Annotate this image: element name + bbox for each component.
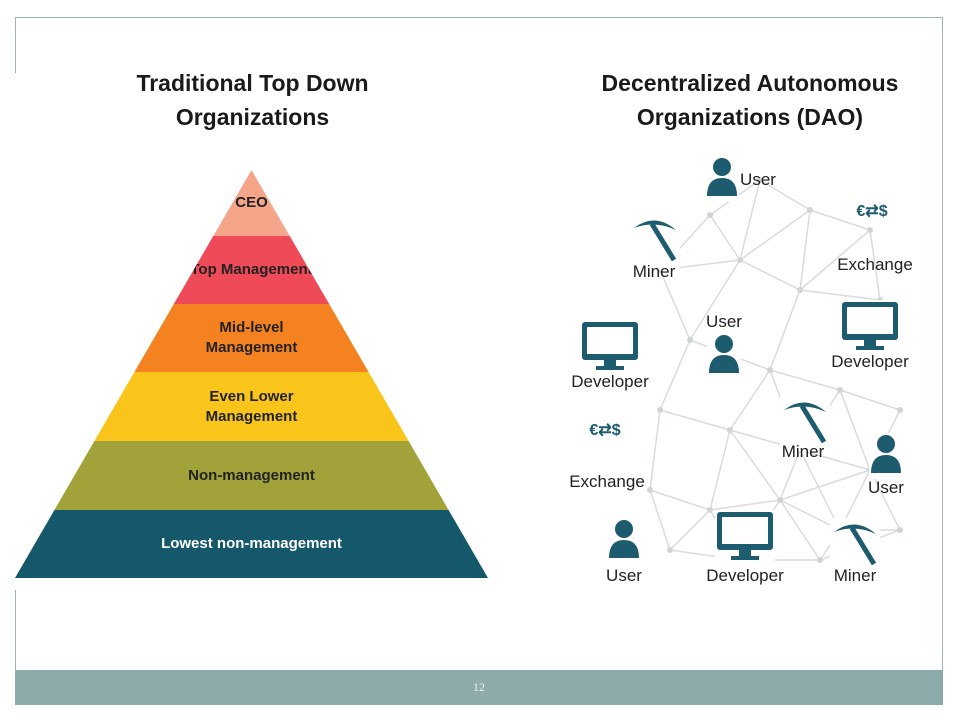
network-node <box>707 212 713 218</box>
frame-border <box>15 590 16 670</box>
dao-node-label: User <box>868 478 904 497</box>
dao-node-label: User <box>706 312 742 331</box>
user-icon <box>705 156 739 202</box>
monitor-icon <box>715 510 775 568</box>
pickaxe-icon <box>830 518 880 574</box>
dao-node-label: Developer <box>831 352 909 371</box>
exchange-icon: €⇄$ <box>589 422 621 439</box>
network-link <box>839 389 901 411</box>
network-link <box>659 339 691 411</box>
network-link <box>779 499 821 561</box>
user-icon <box>607 518 641 564</box>
network-node <box>727 427 733 433</box>
network-link <box>839 389 871 471</box>
network-node <box>647 487 653 493</box>
network-link <box>809 209 871 231</box>
dao-node-label: User <box>606 566 642 585</box>
title-line: Decentralized Autonomous <box>601 70 899 96</box>
frame-border <box>15 17 16 73</box>
network-node <box>777 497 783 503</box>
network-link <box>649 489 711 511</box>
network-link <box>709 429 731 511</box>
user-icon <box>869 433 903 479</box>
network-link <box>709 214 741 261</box>
network-node <box>767 367 773 373</box>
network-node <box>687 337 693 343</box>
pyramid-level: Top Management <box>15 236 488 304</box>
footer-bar: 12 <box>15 670 943 705</box>
title-line: Organizations <box>175 104 330 130</box>
monitor-icon <box>580 320 640 378</box>
network-link <box>649 409 661 491</box>
network-link <box>799 449 841 531</box>
network-link <box>739 259 801 291</box>
dao-node-label: User <box>740 170 776 189</box>
network-node <box>797 287 803 293</box>
monitor-icon <box>840 300 900 358</box>
dao-node-label: Miner <box>632 262 676 281</box>
network-link <box>659 269 691 341</box>
network-link <box>779 469 871 501</box>
dao-node-label: Exchange <box>569 472 645 491</box>
network-link <box>799 209 811 291</box>
dao-node-label: Miner <box>833 566 877 585</box>
network-link <box>739 179 761 261</box>
exchange-icon: €⇄$ <box>856 203 888 220</box>
dao-node-label: Exchange <box>837 255 913 274</box>
frame-border <box>942 17 943 670</box>
left-title: Traditional Top Down Organizations <box>60 66 445 134</box>
network-node <box>667 547 673 553</box>
pickaxe-icon <box>630 214 680 270</box>
network-link <box>759 179 811 211</box>
network-node <box>817 557 823 563</box>
network-link <box>739 209 811 261</box>
pyramid-level: Mid-level Management <box>15 304 488 372</box>
pyramid-level: Non-management <box>15 441 488 510</box>
dao-node-label: Miner <box>781 442 825 461</box>
dao-node-label: Developer <box>571 372 649 391</box>
dao-node-label: Developer <box>706 566 784 585</box>
network-link <box>709 499 781 511</box>
page-number: 12 <box>473 680 485 694</box>
network-link <box>729 429 781 501</box>
network-link <box>769 289 801 371</box>
network-node <box>707 507 713 513</box>
network-link <box>799 229 871 291</box>
title-line: Organizations (DAO) <box>636 104 864 130</box>
network-link <box>779 449 801 501</box>
title-line: Traditional Top Down <box>136 70 369 96</box>
network-node <box>837 387 843 393</box>
pyramid-level: Lowest non-management <box>15 510 488 578</box>
pickaxe-icon <box>780 396 830 452</box>
network-link <box>799 289 881 301</box>
network-node <box>657 407 663 413</box>
frame-border <box>15 17 942 18</box>
network-link <box>669 509 711 551</box>
network-node <box>897 407 903 413</box>
network-node <box>757 177 763 183</box>
network-link <box>659 409 731 431</box>
network-link <box>799 449 871 471</box>
user-icon <box>707 333 741 379</box>
network-link <box>869 469 901 531</box>
pyramid-level: Even Lower Management <box>15 372 488 441</box>
network-node <box>737 257 743 263</box>
network-node <box>807 207 813 213</box>
network-node <box>897 527 903 533</box>
network-link <box>869 229 881 301</box>
network-link <box>729 369 771 431</box>
pyramid-level: CEO <box>15 170 488 236</box>
network-link <box>689 259 741 341</box>
network-link <box>649 489 671 551</box>
network-link <box>769 369 841 391</box>
network-node <box>867 227 873 233</box>
right-title: Decentralized Autonomous Organizations (… <box>555 66 945 134</box>
